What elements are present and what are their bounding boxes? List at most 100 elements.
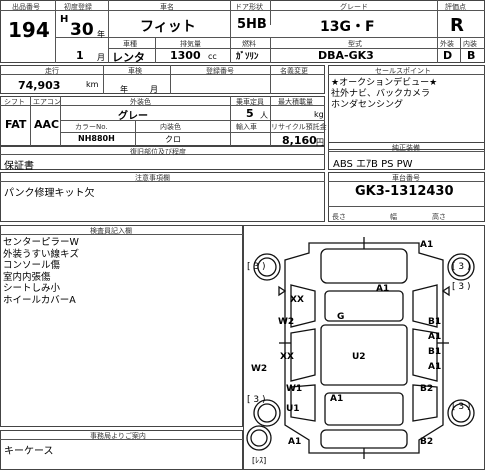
notes-label: 注意事項欄 <box>135 174 170 182</box>
restore-text: 保証書 <box>4 161 34 172</box>
owner-change-label: 名義変更 <box>280 67 308 75</box>
restore-box <box>0 146 325 170</box>
mark-front-right-wheel: [ 3 ) <box>452 262 471 272</box>
mark-windshield: G <box>337 312 345 322</box>
office-text: キーケース <box>4 446 54 457</box>
restore-label: 復旧部位及び程度 <box>130 148 186 156</box>
cc-unit: cc <box>208 52 217 61</box>
inspector-box <box>0 225 243 427</box>
dim-length-label: 長さ <box>332 213 346 221</box>
grade-label: グレード <box>340 3 368 11</box>
int-grade-label: 内装 <box>463 40 477 48</box>
usage-label: 車種 <box>123 40 137 48</box>
shift-label: シフト <box>4 98 25 106</box>
color-no: NH880H <box>78 134 115 143</box>
mark-left-front-door: W2 <box>278 317 295 327</box>
shift: FAT <box>5 118 27 131</box>
doors-label: ドア形状 <box>235 3 263 11</box>
inspector-notes: センターピラーW 外装うすい線キズ コンソール傷 室内内張傷 シートしみ小 ホイ… <box>3 237 80 306</box>
car-name-label: 車名 <box>160 3 174 11</box>
mark-rear-bumper-right: B2 <box>420 437 434 447</box>
mark-left-rear-door: XX <box>280 352 294 362</box>
car-outline <box>246 237 475 459</box>
load-unit: kg <box>314 110 324 119</box>
mark-right-wheel-2: [ 3 ) <box>452 282 471 292</box>
seats-unit: 人 <box>260 111 268 120</box>
notes-box <box>0 172 325 222</box>
mark-hood: A1 <box>376 284 390 294</box>
recycle-label: リサイクル預託金 <box>271 123 327 131</box>
inspector-label: 検査員記入欄 <box>90 227 132 235</box>
mark-right-rear-door: B1 <box>428 347 442 357</box>
model-label: 型式 <box>348 40 362 48</box>
color-no-label: カラーNo. <box>75 123 108 131</box>
score-label: 評価点 <box>445 3 466 11</box>
mark-front-bumper: A1 <box>420 240 434 250</box>
int-grade: B <box>467 49 476 62</box>
mileage-label: 走行 <box>45 67 59 75</box>
auction-score: R <box>450 15 464 36</box>
office-label: 事務局よりご案内 <box>90 432 146 440</box>
fuel: ｶﾞｿﾘﾝ <box>236 52 259 62</box>
ext-grade: D <box>443 49 453 62</box>
recycle-unit: 円 <box>316 138 324 147</box>
import-label: 輸入車 <box>236 123 257 131</box>
mark-right-rear-door-2: A1 <box>428 362 442 372</box>
reg-no-label: 登録番号 <box>206 67 234 75</box>
ext-grade-label: 外装 <box>440 40 454 48</box>
inspection-month-unit: 月 <box>150 85 158 94</box>
sales-points-label: セールスポイント <box>375 67 431 75</box>
displacement: 1300 <box>170 49 201 62</box>
mark-rear-right-wheel: [ 3 ) <box>452 402 471 412</box>
recycle-fee: 8,160 <box>282 134 317 147</box>
mark-rear-bumper-left: A1 <box>288 437 302 447</box>
equipment-label: 純正装備 <box>392 144 420 152</box>
air-conditioner: AAC <box>34 118 60 131</box>
mileage-value: 74,903 <box>18 79 61 92</box>
doors: 5HB <box>237 17 267 32</box>
load-label: 最大積載量 <box>278 98 313 106</box>
inspection-year-unit: 年 <box>120 85 128 94</box>
vin-label: 車台番号 <box>392 174 420 182</box>
model-code: DBA-GK3 <box>318 49 374 62</box>
mark-rear-left-wheel: [ 3 ) <box>247 395 266 405</box>
dim-width-label: 幅 <box>390 213 397 221</box>
mark-left-rear-fender: W1 <box>286 384 303 394</box>
inspection-label: 車検 <box>128 67 142 75</box>
notes-text: パンク修理キット欠 <box>4 188 95 199</box>
exterior-color: グレー <box>118 111 148 122</box>
mileage-row <box>0 65 325 94</box>
year-unit: 年 <box>97 30 105 39</box>
interior-color: クロ <box>165 135 181 144</box>
grade: 13G・F <box>320 19 375 35</box>
color-label: 外装色 <box>130 98 151 106</box>
spec-row <box>0 96 325 146</box>
mark-trunk: A1 <box>330 394 344 404</box>
mark-roof: U2 <box>352 352 366 362</box>
usage: レンタ <box>112 51 145 64</box>
cc-label: 排気量 <box>180 40 201 48</box>
dim-height-label: 高さ <box>432 213 446 221</box>
reg-month: 1 <box>76 49 84 62</box>
equipment-text: ABS エｱB PS PW <box>333 159 413 170</box>
fuel-label: 燃料 <box>242 40 256 48</box>
lot-label: 出品番号 <box>12 3 40 11</box>
mark-right-rear-fender: B2 <box>420 384 434 394</box>
reg-year: 30 <box>70 20 94 40</box>
seats: 5 <box>246 107 254 120</box>
int-color-label: 内装色 <box>160 123 181 131</box>
era: H <box>60 14 69 25</box>
lot-number: 194 <box>8 18 50 42</box>
seats-label: 乗車定員 <box>236 98 264 106</box>
car-name: フィット <box>140 19 196 35</box>
mark-left-quarter: W2 <box>251 364 268 374</box>
mark-right-front-door-2: A1 <box>428 332 442 342</box>
mark-left-fender: XX <box>290 295 304 305</box>
month-unit: 月 <box>97 53 105 62</box>
ac-label: エアコン <box>33 98 61 106</box>
mileage-unit: km <box>86 80 99 89</box>
sales-points-text: ★オークションデビュー★ 社外ナビ、バックカメラ ホンダセンシング <box>331 78 438 110</box>
mark-rear-left: U1 <box>286 404 300 414</box>
reg-label: 初度登録 <box>64 3 92 11</box>
vin-number: GK3-1312430 <box>355 184 454 199</box>
